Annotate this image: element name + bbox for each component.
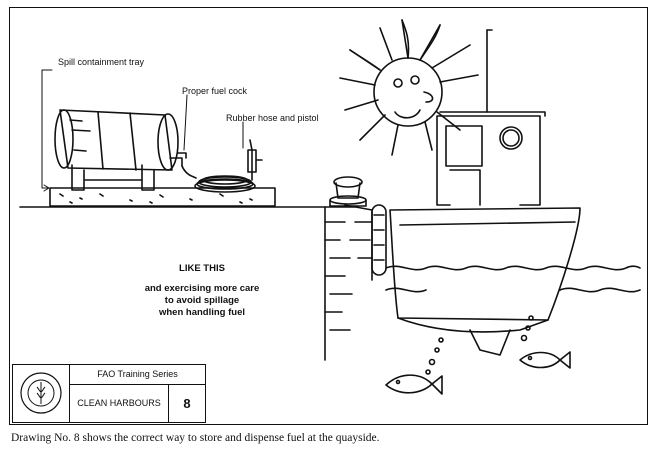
message-line-3: when handling fuel [158, 307, 246, 318]
water-waves [385, 265, 641, 271]
series-title: FAO Training Series [70, 365, 205, 385]
fender [371, 204, 387, 276]
drawing-frame [9, 7, 648, 425]
bollard [329, 176, 367, 207]
hose-label: Rubber hose and pistol [226, 113, 319, 123]
fuel-cock [169, 152, 187, 167]
fao-emblem-icon [20, 372, 62, 414]
rubber-hose-coil [181, 149, 256, 193]
fao-logo [13, 365, 70, 422]
fishing-boat [389, 29, 581, 356]
air-bubbles [425, 315, 534, 375]
spill-tray-label: Spill containment tray [58, 57, 145, 67]
barrel-stand [71, 164, 155, 191]
sun-face [339, 19, 479, 156]
fish-2 [519, 351, 571, 369]
quay-wall [324, 204, 373, 361]
project-title: CLEAN HARBOURS [70, 385, 169, 422]
like-this-heading: LIKE THIS [179, 263, 225, 274]
fuel-drum [54, 109, 179, 171]
spill-tray-arrow [43, 184, 50, 192]
fish-1 [385, 374, 443, 395]
drawing-number: 8 [183, 396, 191, 411]
fuel-pistol [247, 139, 263, 173]
spill-containment-tray [49, 187, 276, 207]
message-line-1: and exercising more care [144, 283, 260, 294]
fuel-cock-leader [183, 94, 188, 151]
fuel-cock-label: Proper fuel cock [182, 86, 248, 96]
spill-tray-leader [41, 69, 53, 189]
message-line-2: to avoid spillage [164, 295, 240, 306]
title-block: FAO Training Series CLEAN HARBOURS 8 [12, 364, 206, 423]
figure-caption: Drawing No. 8 shows the correct way to s… [11, 432, 380, 444]
